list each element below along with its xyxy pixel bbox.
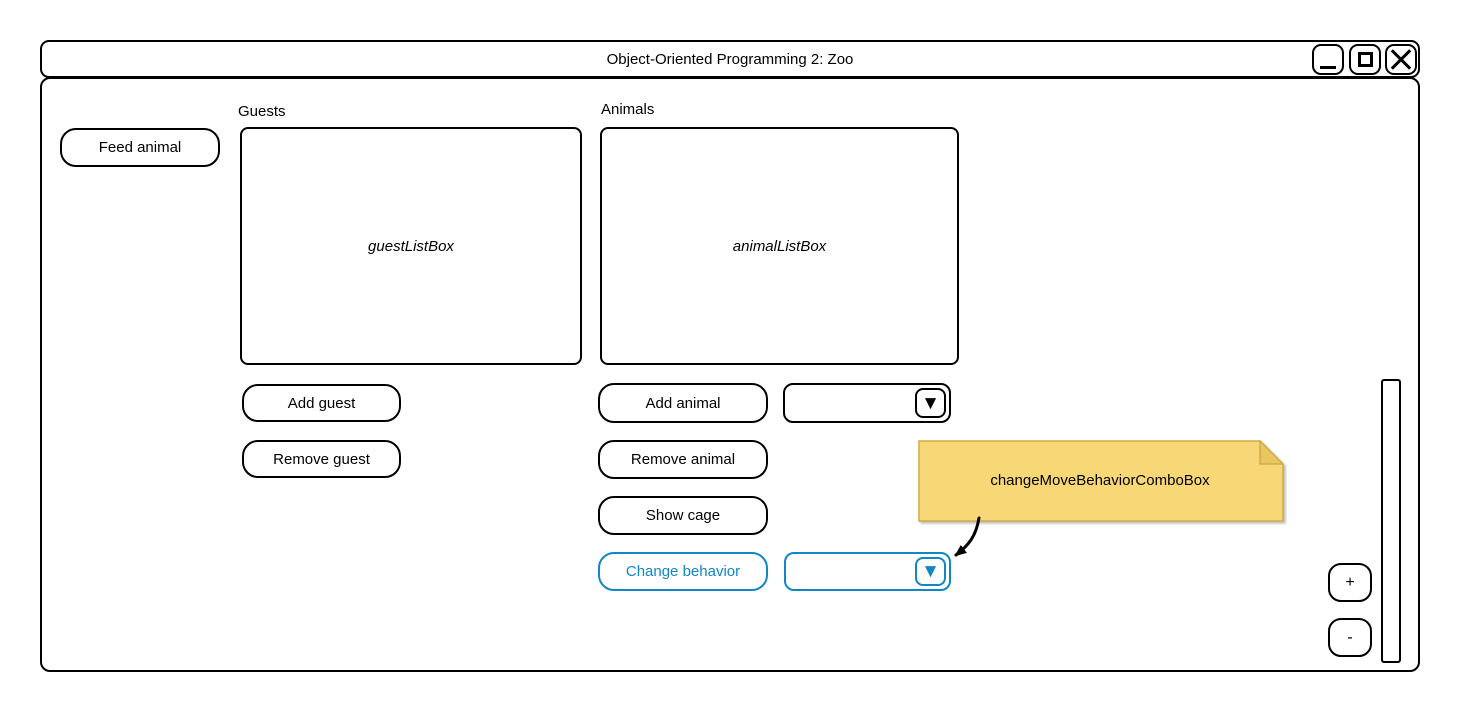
animal-type-combobox[interactable]: ▼ [783,383,951,423]
feed-animal-button[interactable]: Feed animal [60,128,220,167]
guests-label: Guests [238,103,286,120]
dropdown-button[interactable]: ▼ [915,388,946,418]
add-animal-button[interactable]: Add animal [598,383,768,423]
sticky-note [918,440,1284,522]
close-icon [1389,48,1413,72]
guest-listbox[interactable]: guestListBox [240,127,582,365]
maximize-icon [1357,52,1373,67]
note-arrow [954,516,981,557]
maximize-button[interactable] [1349,44,1381,75]
dropdown-button[interactable]: ▼ [915,557,946,586]
minimize-icon [1320,66,1336,69]
sticky-note-text: changeMoveBehaviorComboBox [990,471,1210,489]
minimize-button[interactable] [1312,44,1344,75]
show-cage-button[interactable]: Show cage [598,496,768,535]
remove-guest-button[interactable]: Remove guest [242,440,401,478]
change-move-behavior-combobox[interactable]: ▼ [784,552,951,591]
zoom-out-button[interactable]: - [1328,618,1372,657]
animals-label: Animals [601,101,655,118]
remove-animal-button[interactable]: Remove animal [598,440,768,479]
dropdown-triangle-icon: ▼ [921,561,940,582]
animal-listbox-placeholder: animalListBox [732,237,827,255]
add-guest-button[interactable]: Add guest [242,384,401,422]
window-title: Object-Oriented Programming 2: Zoo [606,50,854,68]
change-behavior-button[interactable]: Change behavior [598,552,768,591]
vertical-scrollbar[interactable] [1381,379,1401,663]
window-titlebar: Object-Oriented Programming 2: Zoo [40,40,1420,78]
dropdown-triangle-icon: ▼ [921,392,940,414]
guest-listbox-placeholder: guestListBox [368,237,454,255]
close-button[interactable] [1385,44,1417,75]
zoom-in-button[interactable]: + [1328,563,1372,602]
animal-listbox[interactable]: animalListBox [600,127,959,365]
